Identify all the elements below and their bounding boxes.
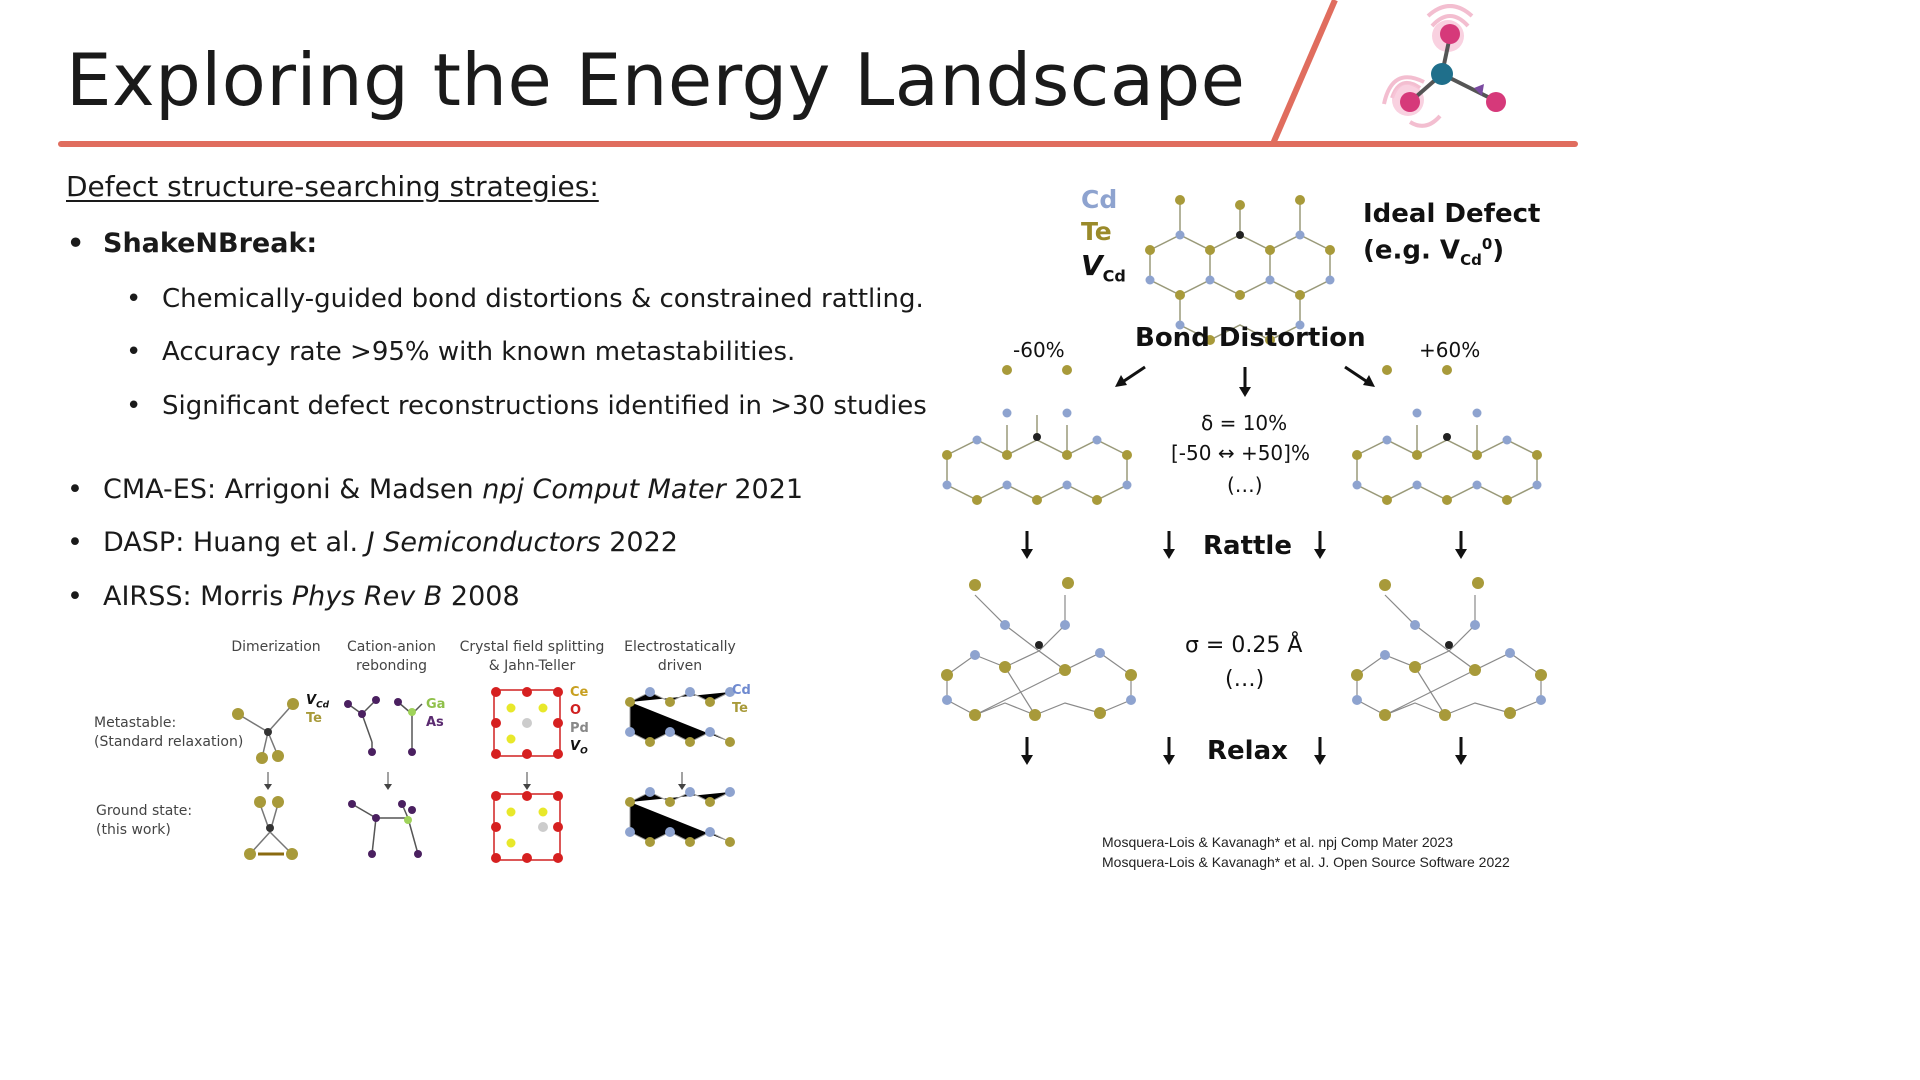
delta-label: δ = 10% xyxy=(1201,411,1288,435)
legend-te: Te xyxy=(1081,217,1112,246)
strategies-section: Defect structure-searching strategies: xyxy=(66,170,966,203)
row-label: Ground state: (this work) xyxy=(96,803,193,838)
ellipsis-label: (…) xyxy=(1227,473,1263,497)
pd-label: Pd xyxy=(570,721,589,736)
slide-title: Exploring the Energy Landscape xyxy=(66,38,1246,122)
column-label: Cation-anion rebonding xyxy=(346,639,436,674)
accent-diagonal xyxy=(1269,0,1338,146)
reconstruction-examples-figure: Dimerization Cation-anion rebonding Crys… xyxy=(90,632,770,877)
sub-bullet: • Accuracy rate >95% with known metastab… xyxy=(126,337,796,367)
section-heading: Defect structure-searching strategies: xyxy=(66,170,599,203)
column-label: Electrostatically driven xyxy=(624,639,736,674)
citations: Mosquera-Lois & Kavanagh* et al. npj Com… xyxy=(1102,832,1510,872)
bullet-dasp: • DASP: Huang et al. J Semiconductors 20… xyxy=(67,527,678,558)
sigma-label: σ = 0.25 Å xyxy=(1185,633,1303,658)
rattle-label: Rattle xyxy=(1203,531,1292,561)
legend-cd: Cd xyxy=(1081,185,1118,214)
vcd-label: VCd xyxy=(306,693,330,711)
citation: Mosquera-Lois & Kavanagh* et al. npj Com… xyxy=(1102,834,1453,850)
plus-60-label: +60% xyxy=(1419,338,1481,362)
workflow-structures xyxy=(941,195,1547,765)
column-label: Crystal field splitting & Jahn-Teller xyxy=(459,639,605,674)
shakenbreak-workflow-figure: Cd Te VCd Ideal Defect (e.g. VCd0) Bond … xyxy=(935,155,1555,795)
citation: Mosquera-Lois & Kavanagh* et al. J. Open… xyxy=(1102,854,1510,870)
range-label: [-50 ↔ +50]% xyxy=(1171,441,1310,465)
cd-label: Cd xyxy=(732,683,751,698)
sub-bullet: • Significant defect reconstructions ide… xyxy=(126,391,927,421)
sub-bullet: • Chemically-guided bond distortions & c… xyxy=(126,284,924,314)
te-label-2: Te xyxy=(732,701,748,716)
minus-60-label: -60% xyxy=(1013,338,1065,362)
ce-label: Ce xyxy=(570,685,589,700)
bullet-cma-es: • CMA-ES: Arrigoni & Madsen npj Comput M… xyxy=(67,474,804,505)
structure-illustrations xyxy=(232,687,735,863)
legend-vcd: VCd xyxy=(1081,249,1126,286)
relax-label: Relax xyxy=(1207,736,1288,766)
vibrating-molecule-logo-icon xyxy=(1382,4,1506,128)
column-label: Dimerization xyxy=(231,639,321,655)
o-label: O xyxy=(570,703,582,718)
bond-distortion-label: Bond Distortion xyxy=(1135,323,1366,353)
te-label: Te xyxy=(306,711,322,726)
vo-label: VO xyxy=(570,739,588,757)
row-label: Metastable: (Standard relaxation) xyxy=(94,715,244,750)
ellipsis-label-2: (…) xyxy=(1225,667,1265,692)
bullet-airss: • AIRSS: Morris Phys Rev B 2008 xyxy=(67,581,520,612)
as-label: As xyxy=(426,715,444,730)
ga-label: Ga xyxy=(426,697,446,712)
bullet-shakenbreak: • ShakeNBreak: xyxy=(67,228,318,259)
title-underline xyxy=(58,141,1578,147)
ideal-defect-label: Ideal Defect (e.g. VCd0) xyxy=(1363,199,1541,269)
